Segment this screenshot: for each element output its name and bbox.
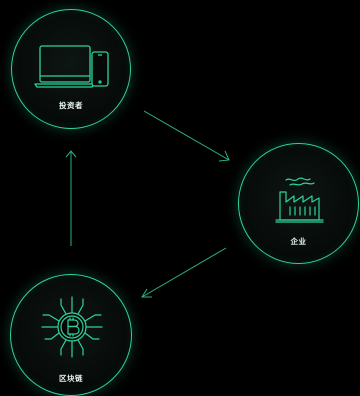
- node-label-enterprise: 企业: [290, 237, 307, 246]
- edge-investor-to-enterprise: [143, 110, 230, 162]
- node-label-blockchain: 区块链: [59, 374, 83, 383]
- bitcoin-circuit-icon: [41, 296, 103, 358]
- edge-enterprise-to-blockchain: [141, 247, 227, 298]
- node-label-investor: 投资者: [59, 101, 83, 110]
- node-blockchain: 区块链: [10, 274, 132, 396]
- edge-blockchain-to-investor: [65, 150, 77, 246]
- node-enterprise: 企业: [238, 143, 359, 264]
- factory-icon: [275, 177, 324, 223]
- devices-icon: [34, 45, 109, 88]
- node-investor: 投资者: [11, 9, 131, 129]
